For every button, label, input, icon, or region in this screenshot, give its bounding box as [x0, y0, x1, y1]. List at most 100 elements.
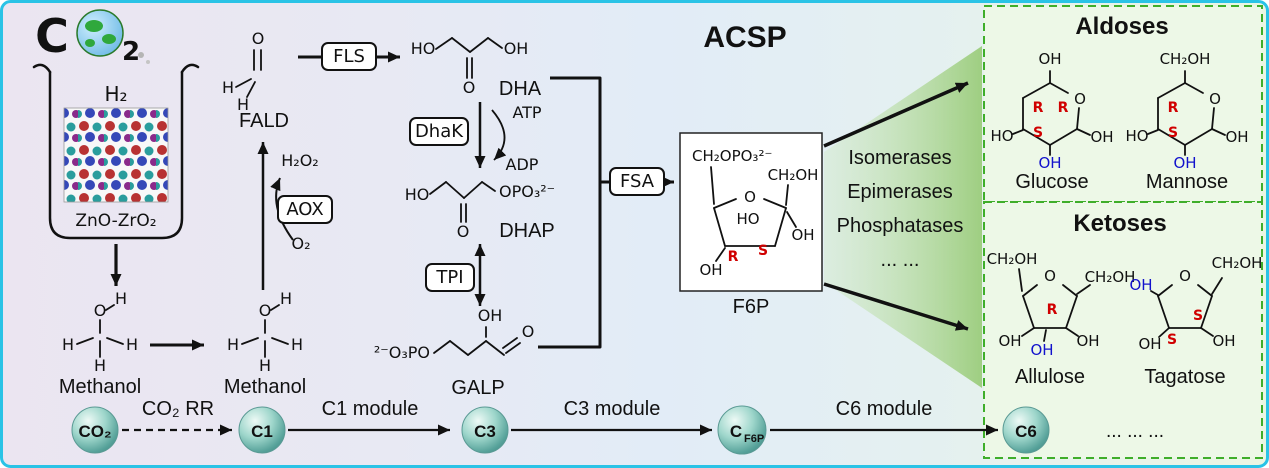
node-co2-sphere	[71, 406, 119, 454]
enzyme-dhak-label: DhaK	[415, 121, 464, 142]
ring-o-atom: O	[1044, 267, 1056, 285]
f6p-label: F6P	[733, 296, 770, 318]
o-atom: O	[259, 301, 272, 320]
globe-continent	[102, 34, 116, 44]
fls-reaction: FLS	[298, 42, 400, 71]
enzyme-tpi-label: TPI	[435, 267, 463, 288]
ho-group: HO	[990, 127, 1013, 145]
dha-label: DHA	[499, 78, 542, 100]
node-co2-label: CO₂	[78, 422, 111, 441]
f6p-box	[679, 132, 823, 292]
h-atom: H	[115, 289, 127, 308]
fald-label: FALD	[239, 110, 289, 132]
c3-module-label: C3 module	[564, 398, 661, 420]
oh-group: OH	[1038, 50, 1061, 68]
oh-group: OH	[1138, 335, 1161, 353]
oh-group: OH	[478, 306, 503, 325]
downstream-enzyme-list: Isomerases Epimerases Phosphatases ... .…	[837, 147, 964, 271]
c1-module-label: C1 module	[322, 398, 419, 420]
node-cf6p-sphere	[717, 405, 767, 455]
h-atom: H	[227, 335, 239, 354]
tagatose-structure: O CH₂OH OH OH S S OH Tagatose	[1129, 254, 1262, 388]
stereo-r-label: R	[1168, 100, 1179, 116]
h-atom: H	[280, 289, 292, 308]
enzyme-class-isomerases: Isomerases	[848, 147, 951, 169]
dha-structure: HO O OH DHA	[411, 37, 542, 100]
h-atom: H	[237, 95, 249, 114]
f6p-structure: CH₂OPO₃²⁻ O CH₂OH HO OH R S OH F6P	[679, 132, 823, 318]
stereo-s-label: S	[1167, 332, 1177, 348]
galp-label: GALP	[451, 377, 504, 399]
stereo-r-label: R	[728, 249, 739, 265]
h-atom: H	[291, 335, 303, 354]
oh-group: OH	[699, 261, 722, 279]
ho-group: HO	[736, 210, 759, 228]
ch2oh-group: CH₂OH	[987, 250, 1038, 268]
stereo-r-label: R	[1033, 100, 1044, 116]
arrow-f6p-to-aldoses	[823, 81, 969, 148]
h-atom: H	[62, 335, 74, 354]
h-atom: H	[222, 78, 234, 97]
o-atom: O	[94, 301, 107, 320]
glucose-structure: O OH R R HO S OH OH Glucose	[990, 50, 1113, 193]
mannose-structure: O CH₂OH R HO S OH OH Mannose	[1125, 50, 1248, 193]
ring-o-atom: O	[1209, 90, 1221, 108]
stereo-r-label: R	[1058, 100, 1069, 116]
dhap-label: DHAP	[499, 220, 555, 242]
opo3-group: OPO₃²⁻	[499, 182, 555, 201]
enzyme-dhak-box	[409, 117, 469, 146]
mannose-label: Mannose	[1146, 171, 1228, 193]
o2-label: O₂	[291, 234, 310, 253]
ch2oh-group: CH₂OH	[768, 166, 819, 184]
flask-lip-right	[180, 63, 200, 74]
o-atom: O	[522, 322, 535, 341]
catalyst-crystal-image	[63, 107, 169, 203]
aldoses-box	[983, 5, 1263, 203]
aox-reaction: O₂ H₂O₂ AOX	[257, 142, 333, 290]
oh-group: OH	[1076, 332, 1099, 350]
methanol-structure-1: O H H H H Methanol	[59, 289, 141, 398]
o-atom: O	[252, 29, 265, 48]
globe-continent	[85, 39, 95, 47]
oh-group: OH	[504, 39, 529, 58]
enzyme-fls-box	[321, 42, 377, 71]
oh-group-blue: OH	[1038, 154, 1061, 172]
enzyme-fsa-box	[609, 167, 665, 196]
acsp-title: ACSP	[703, 21, 786, 54]
stereo-s-label: S	[758, 243, 768, 259]
galp-structure: ²⁻O₃PO OH O GALP	[374, 306, 534, 399]
node-c1-sphere	[238, 406, 286, 454]
dhak-reaction: ATP ADP DhaK	[409, 102, 542, 174]
ho-group: HO	[405, 185, 430, 204]
ch2oh-group: CH₂OH	[1212, 254, 1263, 272]
o-atom: O	[457, 222, 470, 241]
ch2oh-group: CH₂OH	[1160, 50, 1211, 68]
h2o2-label: H₂O₂	[281, 151, 318, 170]
co2-molecule-dot	[146, 60, 150, 64]
enzyme-class-phosphatases: Phosphatases	[837, 215, 964, 237]
methanol-1-label: Methanol	[59, 376, 141, 398]
fsa-reaction: FSA	[538, 76, 674, 349]
h-atom: H	[94, 356, 106, 375]
stereo-r-label: R	[1047, 302, 1058, 318]
methanol-2-label: Methanol	[224, 376, 306, 398]
atp-label: ATP	[512, 103, 541, 122]
ch2oh-group: CH₂OH	[1085, 268, 1136, 286]
o-atom: O	[463, 78, 476, 97]
ring-o-atom: O	[1179, 267, 1191, 285]
enzyme-aox-label: AOX	[286, 199, 323, 220]
aldoses-panel: Aldoses O OH R R HO S OH OH Glucose	[983, 5, 1263, 203]
enzyme-fsa-label: FSA	[620, 171, 655, 192]
stereo-s-label: S	[1033, 125, 1043, 141]
node-cf6p-subscript: F6P	[744, 433, 764, 445]
oh-group-blue: OH	[1129, 276, 1152, 294]
enzyme-tpi-box	[425, 263, 475, 292]
catalyst-flask: H₂ ZnO-ZrO₂	[32, 63, 200, 240]
aldoses-title: Aldoses	[1075, 13, 1168, 40]
oh-group-blue: OH	[1173, 154, 1196, 172]
h-atom: H	[126, 335, 138, 354]
co2-logo: C 2	[35, 9, 150, 67]
node-cf6p-label: C	[730, 422, 742, 441]
tpi-reaction: TPI	[425, 244, 486, 306]
